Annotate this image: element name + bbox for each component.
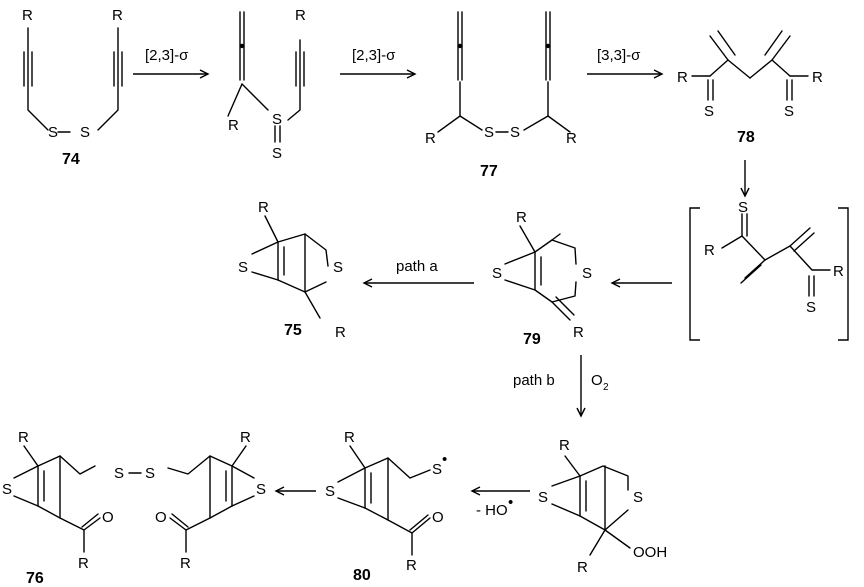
- atom-r: R: [406, 557, 417, 574]
- atom-s: S: [492, 265, 502, 282]
- allene-center-dot: [239, 43, 245, 49]
- atom-s: S: [484, 124, 494, 141]
- condition-sigma-33: [3,3]-σ: [597, 47, 641, 64]
- atom-r: R: [704, 242, 715, 259]
- condition-sigma-23: [2,3]-σ: [352, 47, 396, 64]
- atom-r: R: [18, 429, 29, 446]
- atom-s: S: [738, 199, 748, 216]
- compound-75: R S S R 75: [238, 199, 346, 341]
- atom-s: S: [2, 481, 12, 498]
- reaction-arrow-path-b: path b O 2: [513, 355, 609, 418]
- atom-s: S: [582, 265, 592, 282]
- atom-r: R: [677, 69, 688, 86]
- atom-s: S: [114, 465, 124, 482]
- atom-r: R: [240, 429, 251, 446]
- reagent-oxygen-subscript: 2: [603, 382, 609, 393]
- atom-r: R: [180, 555, 191, 572]
- atom-s: S: [272, 111, 282, 128]
- condition-path-b: path b: [513, 372, 555, 389]
- atom-s: S: [806, 299, 816, 316]
- compound-label-75: 75: [284, 322, 302, 339]
- compound-label-77: 77: [480, 163, 498, 180]
- atom-s-radical: S: [432, 461, 442, 478]
- atom-r: R: [573, 324, 584, 341]
- atom-r: R: [812, 69, 823, 86]
- atom-s: S: [256, 481, 266, 498]
- compound-label-74: 74: [62, 151, 80, 168]
- atom-r: R: [228, 117, 239, 134]
- atom-s: S: [704, 103, 714, 120]
- atom-s: S: [145, 465, 155, 482]
- compound-77: R S S R 77: [425, 11, 577, 180]
- allene-center-dot: [545, 43, 551, 49]
- compound-label-76: 76: [26, 570, 44, 587]
- intermediate-allenyl-thiosulfoxide: R S S R: [227, 7, 306, 162]
- atom-o: O: [102, 509, 114, 526]
- atom-s: S: [633, 489, 643, 506]
- atom-r: R: [516, 209, 527, 226]
- reaction-arrow-2: [2,3]-σ: [340, 47, 417, 79]
- radical-dot: •: [442, 451, 447, 468]
- atom-r: R: [78, 555, 89, 572]
- reagent-oxygen: O: [591, 372, 603, 389]
- group-hydroperoxy: OOH: [633, 544, 667, 561]
- atom-r: R: [559, 437, 570, 454]
- right-bracket: [838, 207, 849, 341]
- atom-s: S: [80, 124, 90, 141]
- compound-76: R S S S O O R S R R 76: [2, 429, 266, 587]
- atom-r: R: [833, 263, 844, 280]
- atom-o: O: [155, 509, 167, 526]
- atom-s: S: [272, 145, 282, 162]
- reaction-arrow-down-78: [740, 160, 750, 198]
- reaction-arrow-path-a: path a: [362, 258, 474, 288]
- atom-r: R: [112, 7, 123, 24]
- atom-r: R: [295, 7, 306, 24]
- compound-78: R R S S 78: [677, 30, 823, 146]
- atom-o: O: [432, 509, 444, 526]
- compound-79: R S S R 79: [492, 209, 592, 348]
- loss-hydroxyl-radical: - HO: [476, 502, 508, 519]
- radical-dot: •: [508, 494, 513, 511]
- atom-s: S: [325, 483, 335, 500]
- atom-r: R: [344, 429, 355, 446]
- atom-r: R: [425, 130, 436, 147]
- atom-s: S: [333, 259, 343, 276]
- allene-center-dot: [457, 43, 463, 49]
- atom-s: S: [538, 489, 548, 506]
- reaction-arrow-1: [2,3]-σ: [133, 47, 210, 79]
- compound-label-78: 78: [737, 129, 755, 146]
- atom-s: S: [238, 259, 248, 276]
- atom-s: S: [48, 124, 58, 141]
- compound-80: R S S • O R 80: [325, 429, 447, 584]
- reaction-arrow-loss-hydroxyl: - HO •: [470, 486, 530, 519]
- compound-label-80: 80: [353, 567, 371, 584]
- atom-r: R: [258, 199, 269, 216]
- compound-74: R R S S 74: [22, 7, 123, 168]
- atom-r: R: [22, 7, 33, 24]
- atom-r: R: [566, 130, 577, 147]
- compound-hydroperoxide: R S S R OOH: [538, 437, 667, 576]
- atom-r: R: [577, 559, 588, 576]
- compound-label-79: 79: [523, 331, 541, 348]
- reaction-arrow-3: [3,3]-σ: [587, 47, 664, 79]
- atom-s: S: [510, 124, 520, 141]
- left-bracket: [689, 207, 700, 341]
- condition-path-a: path a: [396, 258, 438, 275]
- reaction-arrow-to-76: [274, 486, 316, 496]
- condition-sigma-23: [2,3]-σ: [145, 47, 189, 64]
- atom-r: R: [335, 324, 346, 341]
- bracketed-intermediate: S R R S: [689, 199, 849, 341]
- reaction-arrow-to-79: [610, 278, 672, 288]
- atom-s: S: [784, 103, 794, 120]
